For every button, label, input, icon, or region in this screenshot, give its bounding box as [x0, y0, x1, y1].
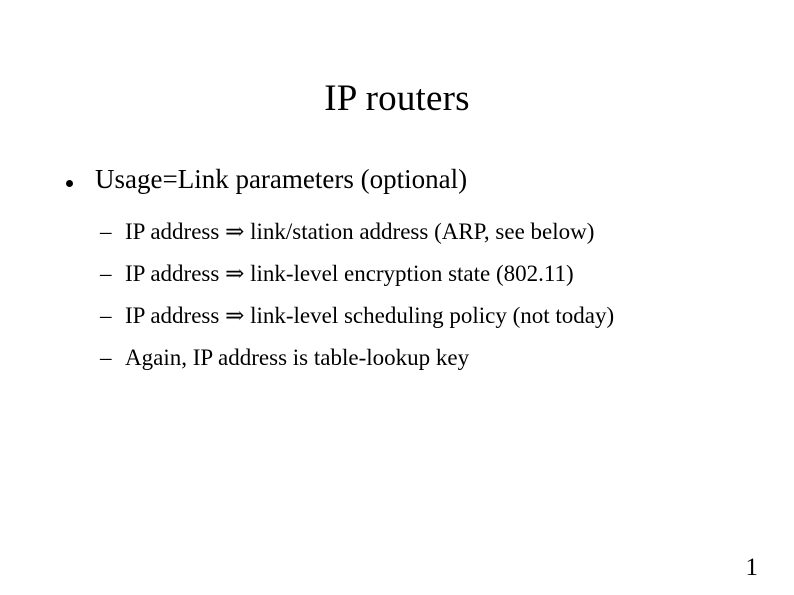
slide-body-content: Usage=Link parameters (optional) – IP ad…: [0, 160, 794, 379]
page-number: 1: [745, 554, 759, 581]
sub-bullet-item-scheduling: – IP address ⇒ link-level scheduling pol…: [0, 295, 794, 337]
sub-bullet-item-lookup-key: – Again, IP address is table-lookup key: [0, 337, 794, 379]
sub-bullet-item-encryption-label: IP address ⇒ link-level encryption state…: [125, 261, 574, 286]
sub-bullet-item-lookup-key-label: Again, IP address is table-lookup key: [125, 345, 470, 370]
bullet-item-level1-label: Usage=Link parameters (optional): [95, 164, 468, 194]
sub-bullet-item-scheduling-label: IP address ⇒ link-level scheduling polic…: [125, 303, 615, 328]
sub-bullet-item-arp: – IP address ⇒ link/station address (ARP…: [0, 211, 794, 253]
en-dash-icon: –: [100, 261, 112, 286]
sub-bullet-list: – IP address ⇒ link/station address (ARP…: [0, 211, 794, 379]
bullet-item-level1: Usage=Link parameters (optional): [0, 160, 794, 198]
en-dash-icon: –: [100, 219, 112, 244]
en-dash-icon: –: [100, 303, 112, 328]
bullet-dot-icon: [66, 160, 80, 198]
sub-bullet-item-arp-label: IP address ⇒ link/station address (ARP, …: [125, 219, 595, 244]
slide-title: IP routers: [324, 78, 470, 119]
sub-bullet-item-encryption: – IP address ⇒ link-level encryption sta…: [0, 253, 794, 295]
en-dash-icon: –: [100, 345, 112, 370]
